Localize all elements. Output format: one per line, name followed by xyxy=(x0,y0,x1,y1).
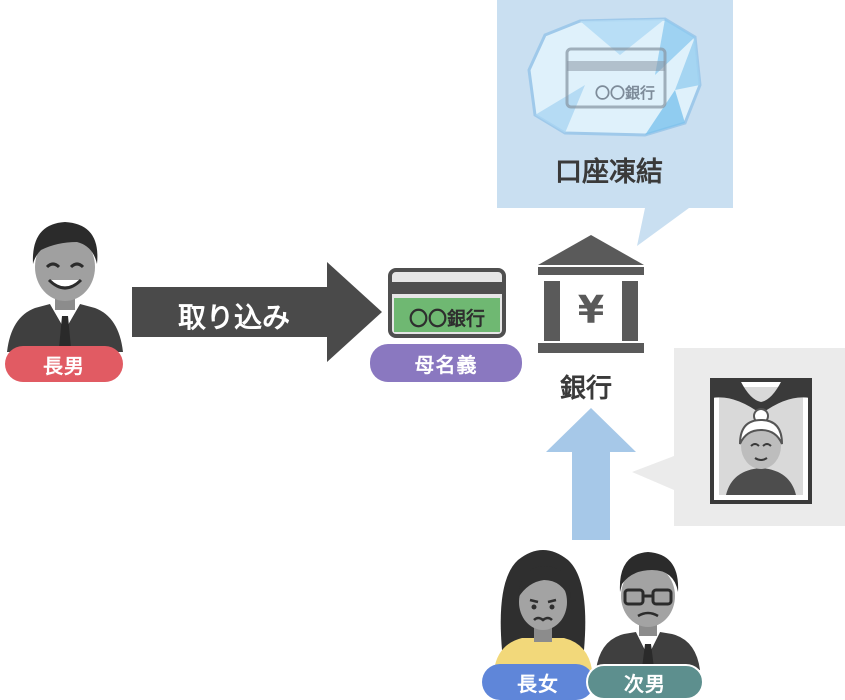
eldest-daughter-icon xyxy=(494,550,592,670)
second-son-label: 次男 xyxy=(586,664,704,700)
yen-icon: ¥ xyxy=(578,288,604,332)
eldest-son-icon xyxy=(7,222,123,352)
bank-card-text: 〇〇銀行 xyxy=(409,307,485,330)
transfer-arrow-label: 取り込み xyxy=(178,301,291,334)
bank-label: 銀行 xyxy=(560,374,613,404)
frozen-card-icon: 〇〇銀行 xyxy=(527,17,702,137)
eldest-son-label: 長男 xyxy=(5,346,123,382)
account-holder-label: 母名義 xyxy=(370,344,522,382)
second-son-icon xyxy=(596,552,700,670)
freeze-label: 口座凍結 xyxy=(555,157,663,188)
bank-building-icon: ¥ xyxy=(538,235,644,353)
frozen-card-text: 〇〇銀行 xyxy=(595,84,655,102)
bank-card-icon: 〇〇銀行 xyxy=(388,268,506,338)
eldest-daughter-label: 長女 xyxy=(482,664,594,700)
request-arrow xyxy=(546,408,636,540)
memorial-portrait-icon xyxy=(710,378,812,504)
transfer-arrow xyxy=(132,262,382,362)
